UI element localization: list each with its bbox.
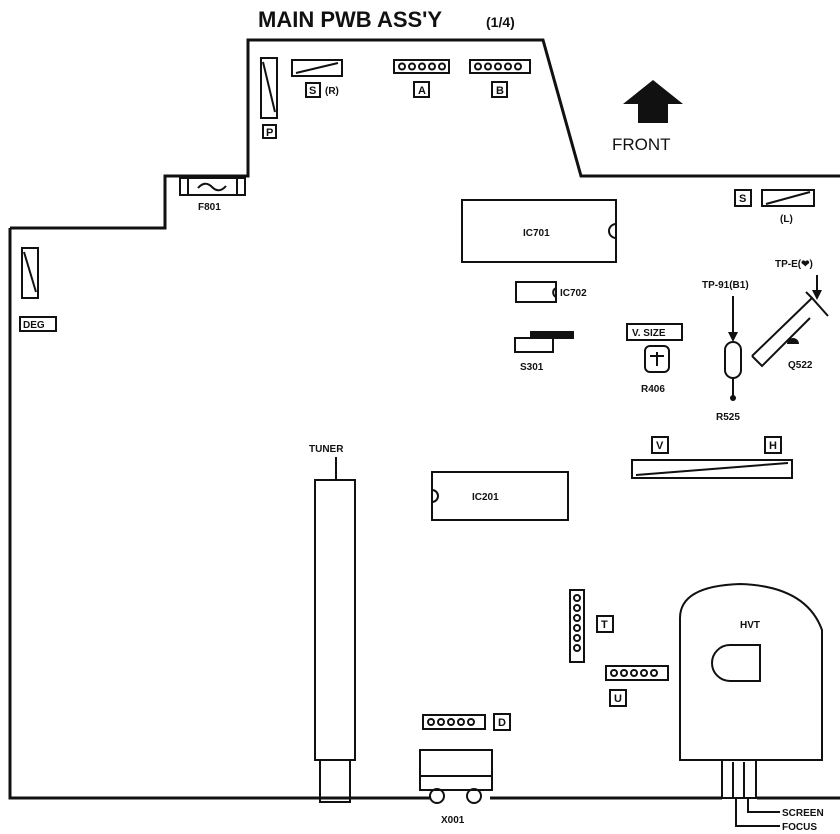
vh-adjust-strip: V H (631, 436, 793, 479)
tp91-arrow-icon (728, 332, 738, 342)
front-arrow-icon (623, 80, 683, 123)
connector-b-label: B (496, 85, 504, 97)
r525-label: R525 (716, 412, 740, 423)
test-point-tpe: TP-E(❤) Q522 (751, 259, 829, 371)
v-size-adjust: V. SIZE R406 (626, 323, 683, 395)
connector-t-label: T (601, 619, 608, 631)
q522-label: Q522 (788, 360, 813, 371)
s301-label: S301 (520, 362, 544, 373)
switch-s301: S301 (514, 331, 574, 373)
diagram-title-part: (1/4) (486, 14, 515, 30)
connector-a-label: A (418, 85, 426, 97)
r406-label: R406 (641, 384, 665, 395)
component-p: P (260, 57, 278, 139)
ic-ic702: IC702 (515, 281, 587, 303)
switch-s-left-letter: S (739, 193, 746, 205)
connector-a: A (393, 59, 450, 98)
connector-h-label: H (769, 440, 777, 452)
connector-p-label: P (266, 127, 273, 139)
hvt: HVT (679, 582, 823, 827)
ic701-label: IC701 (523, 228, 550, 239)
fuse-symbol-icon (197, 182, 227, 192)
tuner: TUNER (309, 444, 356, 803)
test-point-tp91: TP-91(B1) R525 (702, 280, 749, 423)
hvt-label: HVT (740, 620, 760, 631)
switch-s-left-suffix: (L) (780, 214, 793, 225)
screen-label: SCREEN (782, 808, 824, 819)
switch-s-right: S (R) (291, 59, 343, 98)
connector-b: B (469, 59, 531, 98)
connector-v-label: V (656, 440, 664, 452)
fuse-f801-label: F801 (198, 202, 221, 213)
connector-u-label: U (614, 693, 622, 705)
switch-s-right-letter: S (309, 85, 316, 97)
connector-u: U (605, 665, 669, 707)
switch-s-left: S (L) (734, 189, 815, 225)
q522-heatsink (751, 291, 829, 368)
ic-ic701: IC701 (461, 199, 617, 263)
tpe-label: TP-E(❤) (775, 259, 813, 270)
fuse-f801: F801 (179, 177, 246, 213)
board-outline (8, 38, 840, 800)
switch-s-right-suffix: (R) (325, 86, 339, 97)
tuner-label: TUNER (309, 444, 344, 455)
tp91-label: TP-91(B1) (702, 280, 749, 291)
connector-t: T (569, 589, 614, 663)
deg-label: DEG (23, 320, 45, 331)
connector-d: D (422, 713, 511, 731)
connector-d-label: D (498, 717, 506, 729)
component-x001: X001 (419, 749, 493, 826)
ic-ic201: IC201 (431, 471, 569, 521)
tpe-arrow-icon (812, 290, 822, 300)
x001-label: X001 (441, 815, 465, 826)
front-label: FRONT (612, 135, 671, 154)
ic702-label: IC702 (560, 288, 587, 299)
component-deg: DEG (19, 247, 57, 332)
v-size-label: V. SIZE (632, 328, 666, 339)
focus-label: FOCUS (782, 822, 817, 833)
ic201-label: IC201 (472, 492, 499, 503)
diagram-title: MAIN PWB ASS'Y (258, 7, 442, 32)
